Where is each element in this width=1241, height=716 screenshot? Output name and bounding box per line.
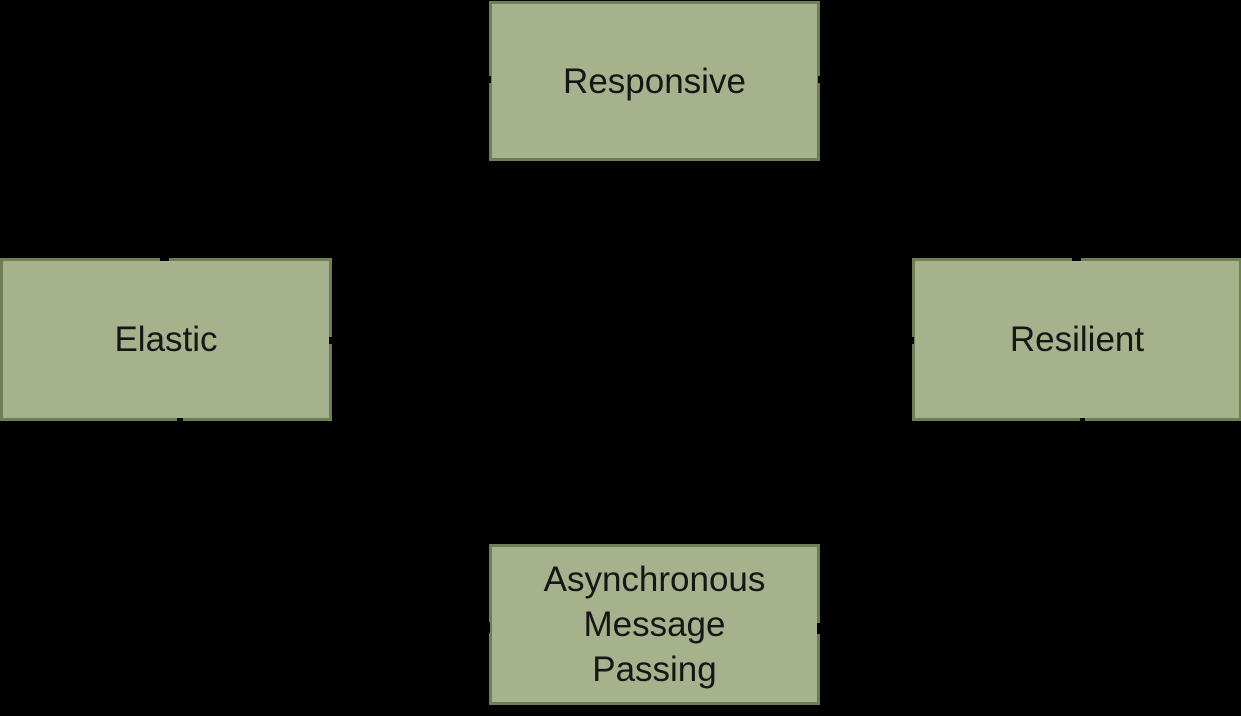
node-resilient-label: Resilient bbox=[1009, 320, 1145, 359]
node-elastic-label: Elastic bbox=[114, 320, 218, 359]
connector-stub bbox=[817, 623, 821, 634]
node-responsive-label: Responsive bbox=[563, 61, 746, 101]
node-resilient: Resilient bbox=[912, 258, 1241, 421]
connector-stub bbox=[160, 257, 169, 261]
connector-stub bbox=[818, 76, 822, 83]
connector-stub bbox=[487, 76, 491, 83]
connector-stub bbox=[910, 337, 914, 344]
node-asynchronous-message-passing: Asynchronous Message Passing bbox=[489, 544, 820, 705]
node-elastic: Elastic bbox=[0, 258, 332, 421]
connector-stub bbox=[1072, 257, 1081, 261]
node-asynchronous-message-passing-label: Asynchronous Message Passing bbox=[543, 560, 766, 689]
connector-stub bbox=[329, 337, 333, 344]
connector-stub bbox=[177, 418, 183, 422]
connector-stub bbox=[486, 622, 490, 633]
connector-stub bbox=[1080, 418, 1085, 422]
node-responsive: Responsive bbox=[489, 1, 820, 161]
